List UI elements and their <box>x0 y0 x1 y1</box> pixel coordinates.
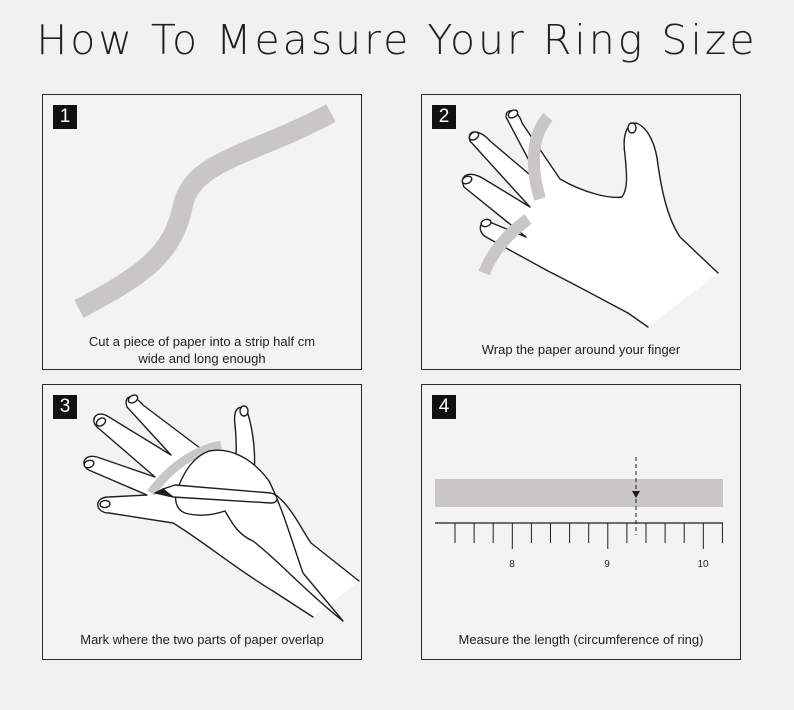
step-number: 4 <box>432 395 456 419</box>
step-2-panel: 2 Wrap the paper around your finger <box>421 94 741 370</box>
caption-line: Mark where the two parts of paper overla… <box>80 632 324 647</box>
overlap-mark-arrow <box>632 491 640 498</box>
step-1-panel: 1 Cut a piece of paper into a strip half… <box>42 94 362 370</box>
ruler-illustration: 8 9 10 <box>435 457 723 570</box>
step-caption: Cut a piece of paper into a strip half c… <box>53 333 351 367</box>
ruler-label: 10 <box>697 559 709 570</box>
step-number: 1 <box>53 105 77 129</box>
step-3-panel: 3 Mark where the two parts of paper over… <box>42 384 362 660</box>
step-caption: Measure the length (circumference of rin… <box>432 631 730 648</box>
paper-strip-illustration <box>74 104 336 318</box>
ruler-label: 9 <box>604 559 610 570</box>
page-title: How To Measure Your Ring Size <box>36 16 758 64</box>
step-caption: Wrap the paper around your finger <box>432 341 730 358</box>
step-caption: Mark where the two parts of paper overla… <box>53 631 351 648</box>
step-number: 3 <box>53 395 77 419</box>
caption-line: wide and long enough <box>138 351 266 366</box>
ruler-label: 8 <box>509 559 515 570</box>
hand-wrap-illustration <box>461 109 719 328</box>
paper-strip <box>435 479 723 507</box>
caption-line: Cut a piece of paper into a strip half c… <box>88 334 316 349</box>
caption-line: Measure the length (circumference of rin… <box>458 632 704 647</box>
step-4-panel: 8 9 10 4 Measure the length (circumferen… <box>421 384 741 660</box>
step-number: 2 <box>432 105 456 129</box>
caption-line: Wrap the paper around your finger <box>481 342 681 357</box>
ruler-ticks <box>454 523 723 549</box>
hand-mark-illustration <box>83 394 360 622</box>
